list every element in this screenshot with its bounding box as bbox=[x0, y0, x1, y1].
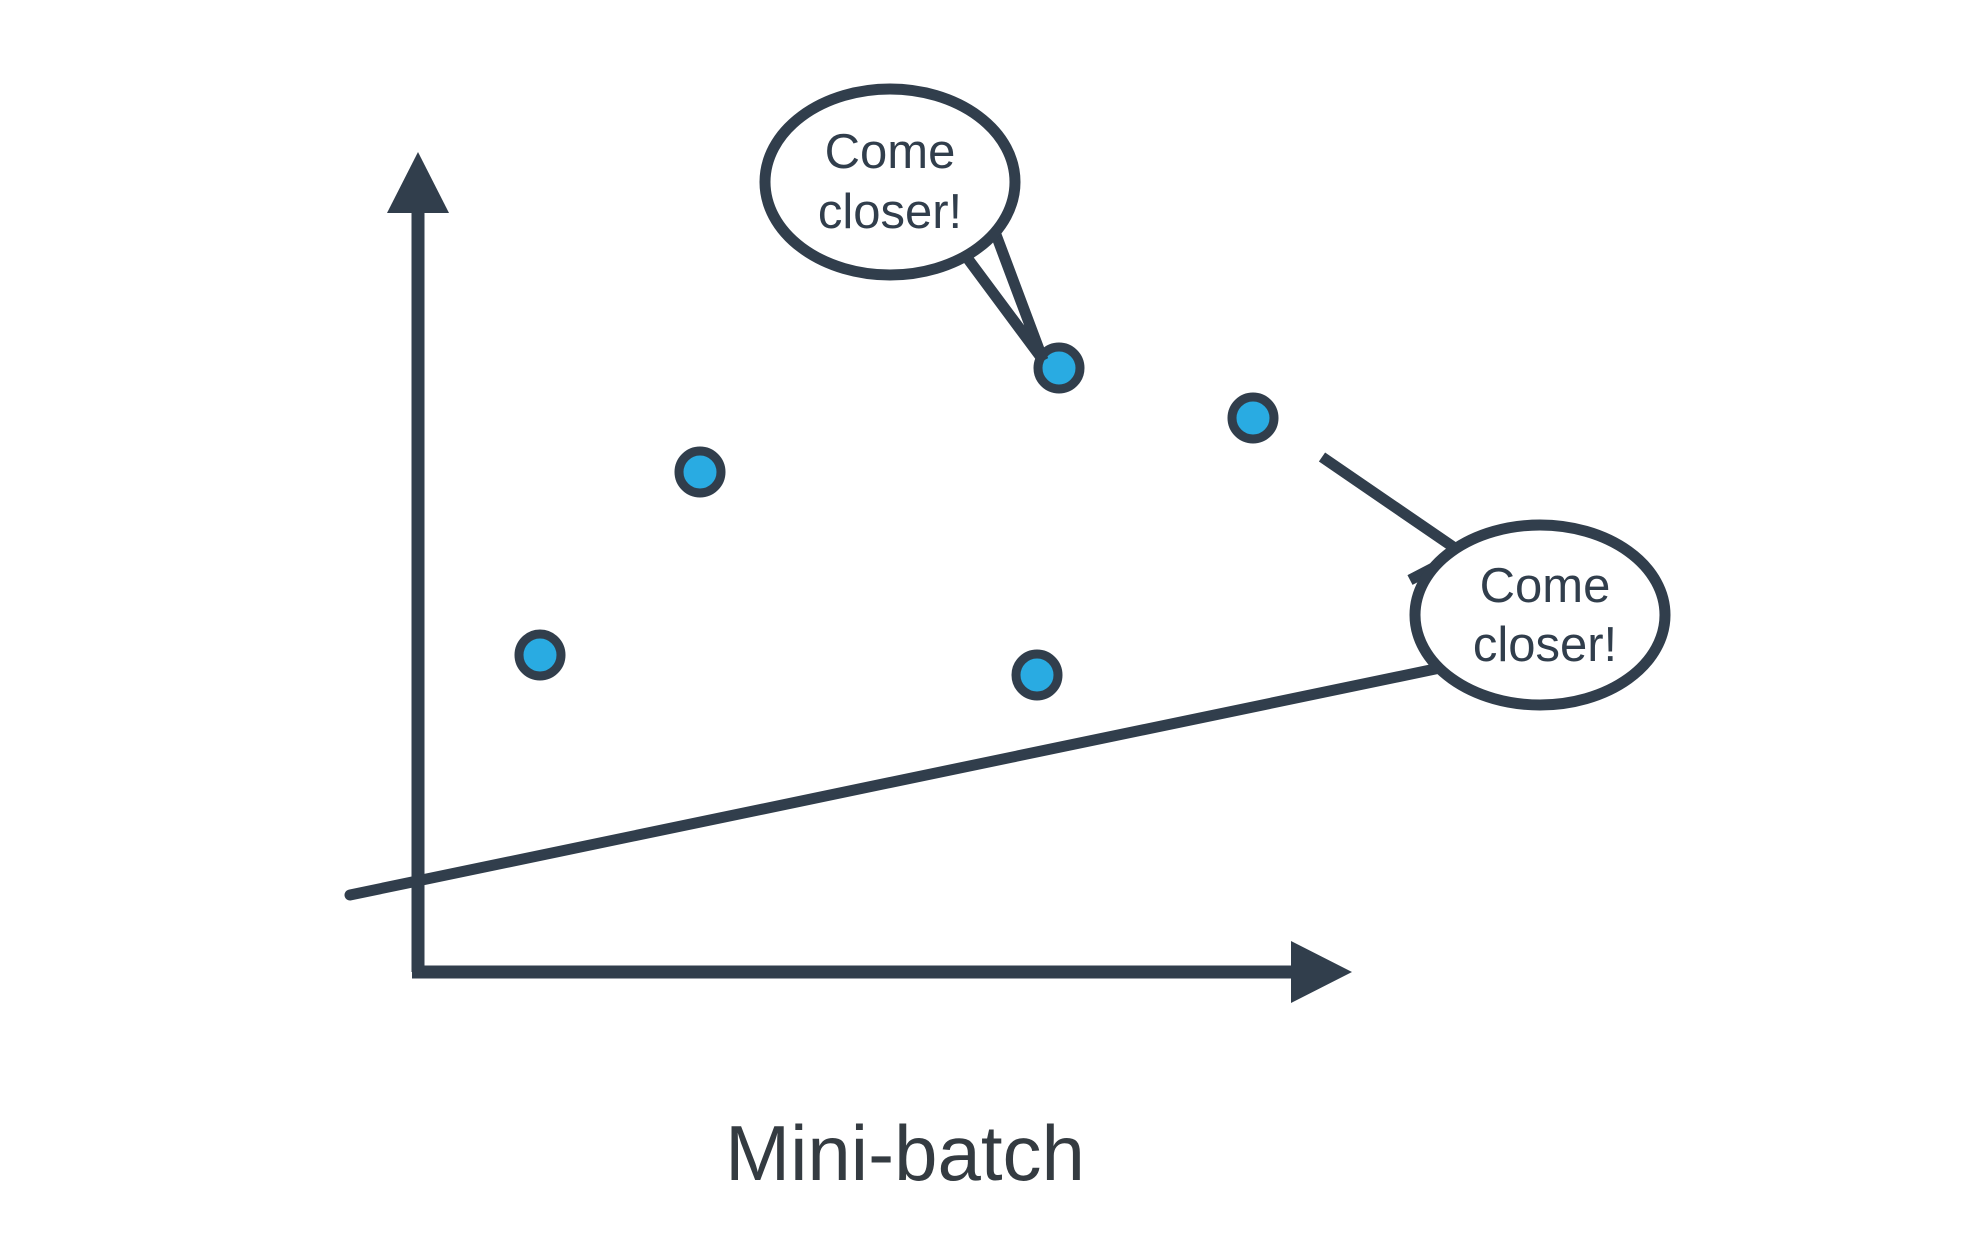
fit-line-group bbox=[344, 662, 1446, 901]
speech-bubble-2-line-1: Come bbox=[1480, 559, 1611, 613]
speech-bubble-1-tail bbox=[963, 230, 1049, 364]
data-point[interactable] bbox=[514, 629, 566, 681]
x-axis-arrowhead-icon bbox=[1291, 941, 1352, 1003]
axes-group bbox=[387, 152, 1352, 1003]
speech-bubble-2-line-2: closer! bbox=[1473, 618, 1617, 672]
data-point[interactable] bbox=[1227, 392, 1279, 444]
figure-caption: Mini-batch bbox=[725, 1109, 1085, 1197]
y-axis-arrowhead-icon bbox=[387, 152, 449, 213]
regression-line bbox=[344, 662, 1446, 901]
data-point[interactable] bbox=[1033, 342, 1085, 394]
speech-bubble-1-body bbox=[759, 83, 1021, 281]
speech-bubble-2-body bbox=[1409, 519, 1671, 711]
data-point[interactable] bbox=[1011, 649, 1063, 701]
scatter-points-group bbox=[514, 342, 1279, 701]
speech-bubble-1-line-2: closer! bbox=[818, 185, 962, 239]
speech-bubble-1-line-1: Come bbox=[825, 125, 956, 179]
speech-bubble-1[interactable]: Come closer! bbox=[759, 83, 1049, 364]
data-point[interactable] bbox=[674, 446, 726, 498]
speech-bubble-2[interactable]: Come closer! bbox=[1318, 452, 1671, 711]
